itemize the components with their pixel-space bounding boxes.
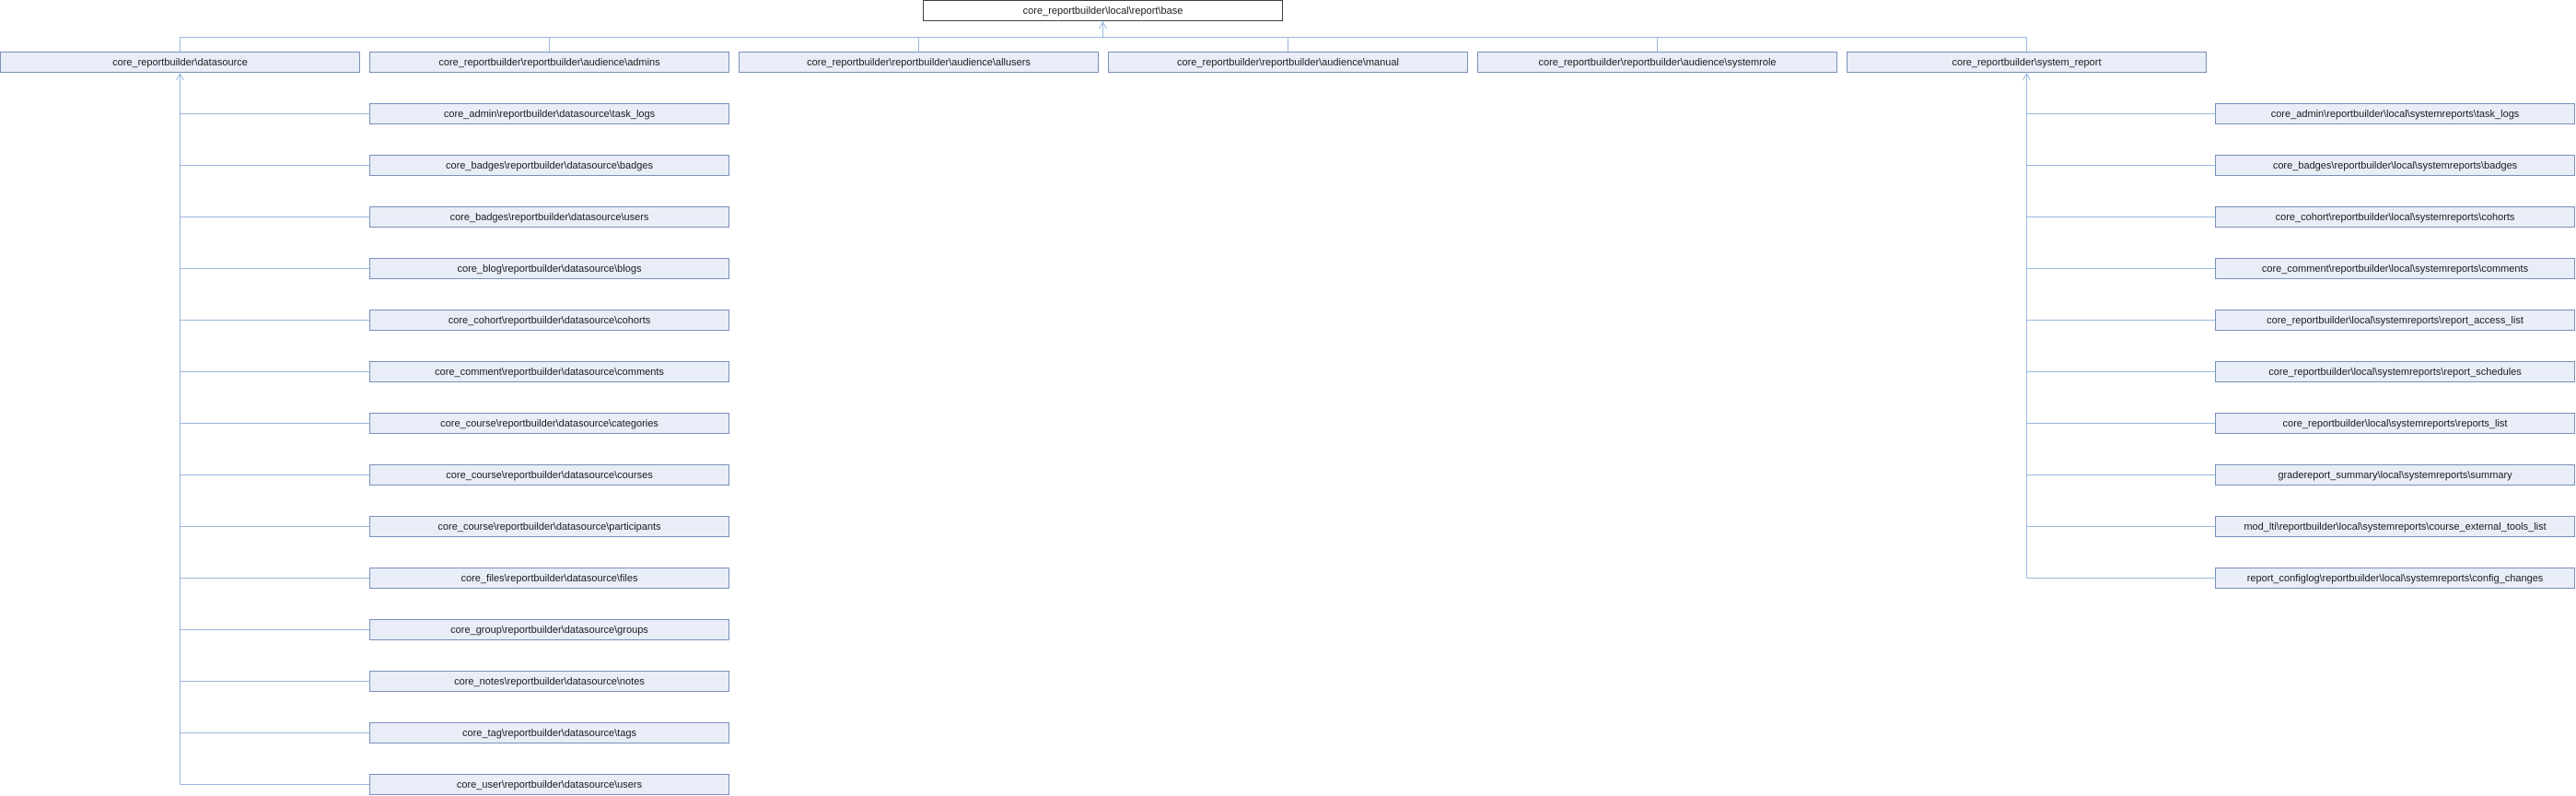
class-node-5[interactable]: core_reportbuilder\reportbuilder\audienc… [1477, 52, 1837, 73]
datasource-subclass-node-box [369, 310, 729, 331]
datasource-subclass-node-box [369, 722, 729, 743]
system-report-subclass-node-label: report_configlog\reportbuilder\local\sys… [2247, 573, 2544, 584]
datasource-subclass-node-box [369, 155, 729, 176]
datasource-subclass-node[interactable]: core_badges\reportbuilder\datasource\use… [369, 206, 729, 228]
datasource-subclass-node-label: core_admin\reportbuilder\datasource\task… [444, 109, 656, 120]
system-report-subclass-node[interactable]: core_reportbuilder\local\systemreports\r… [2215, 361, 2575, 382]
datasource-subclass-node-label: core_user\reportbuilder\datasource\users [457, 779, 643, 790]
datasource-subclass-node[interactable]: core_files\reportbuilder\datasource\file… [369, 568, 729, 589]
datasource-subclass-node[interactable]: core_course\reportbuilder\datasource\cou… [369, 464, 729, 486]
class-node-4-box [1108, 52, 1468, 73]
datasource-subclass-node[interactable]: core_course\reportbuilder\datasource\cat… [369, 413, 729, 434]
datasource-subclass-node[interactable]: core_user\reportbuilder\datasource\users [369, 774, 729, 795]
system-report-subclass-node-box [2215, 103, 2575, 124]
datasource-subclass-node[interactable]: core_badges\reportbuilder\datasource\bad… [369, 155, 729, 176]
system-report-subclass-node[interactable]: core_comment\reportbuilder\local\systemr… [2215, 258, 2575, 279]
datasource-subclass-node[interactable]: core_cohort\reportbuilder\datasource\coh… [369, 310, 729, 331]
class-node-2[interactable]: core_reportbuilder\reportbuilder\audienc… [369, 52, 729, 73]
datasource-subclass-node-box [369, 206, 729, 228]
system-report-subclass-node-label: core_badges\reportbuilder\local\systemre… [2273, 160, 2518, 171]
datasource-subclass-node-label: core_badges\reportbuilder\datasource\use… [450, 212, 649, 223]
class-node-5-box [1477, 52, 1837, 73]
system-report-subclass-node[interactable]: core_admin\reportbuilder\local\systemrep… [2215, 103, 2575, 124]
class-node-1[interactable]: core_reportbuilder\datasource [0, 52, 360, 73]
datasource-subclass-node[interactable]: core_comment\reportbuilder\datasource\co… [369, 361, 729, 382]
datasource-subclass-node[interactable]: core_tag\reportbuilder\datasource\tags [369, 722, 729, 743]
class-node-5-label: core_reportbuilder\reportbuilder\audienc… [1538, 57, 1776, 68]
datasource-subclass-node-label: core_course\reportbuilder\datasource\cat… [440, 418, 659, 429]
system-report-subclass-node-label: core_reportbuilder\local\systemreports\r… [2283, 418, 2508, 429]
datasource-subclass-node-label: core_group\reportbuilder\datasource\grou… [450, 625, 648, 636]
datasource-subclass-node-label: core_files\reportbuilder\datasource\file… [461, 573, 638, 584]
class-node-3-box [739, 52, 1099, 73]
edges [176, 20, 2215, 785]
datasource-subclass-node-label: core_tag\reportbuilder\datasource\tags [462, 728, 636, 739]
datasource-subclass-node-box [369, 774, 729, 795]
system-report-subclass-node-box [2215, 361, 2575, 382]
system-report-subclass-node[interactable]: core_reportbuilder\local\systemreports\r… [2215, 310, 2575, 331]
system-report-subclass-node-box [2215, 464, 2575, 486]
datasource-subclass-node[interactable]: core_group\reportbuilder\datasource\grou… [369, 619, 729, 640]
system-report-subclass-node-label: core_reportbuilder\local\systemreports\r… [2268, 367, 2522, 378]
datasource-subclass-node-box [369, 258, 729, 279]
datasource-subclass-node[interactable]: core_blog\reportbuilder\datasource\blogs [369, 258, 729, 279]
class-node-3[interactable]: core_reportbuilder\reportbuilder\audienc… [739, 52, 1099, 73]
datasource-subclass-node-box [369, 464, 729, 486]
system-report-subclass-node-label: core_admin\reportbuilder\local\systemrep… [2271, 109, 2520, 120]
datasource-subclass-node-box [369, 671, 729, 692]
class-node-4-label: core_reportbuilder\reportbuilder\audienc… [1177, 57, 1399, 68]
datasource-subclass-node-box [369, 568, 729, 589]
datasource-subclass-node-box [369, 516, 729, 537]
datasource-subclass-node-label: core_comment\reportbuilder\datasource\co… [435, 367, 664, 378]
system-report-subclass-node-box [2215, 258, 2575, 279]
system-report-subclass-node[interactable]: report_configlog\reportbuilder\local\sys… [2215, 568, 2575, 589]
system-report-subclass-node-box [2215, 155, 2575, 176]
system-report-subclass-node-label: mod_lti\reportbuilder\local\systemreport… [2244, 521, 2546, 533]
class-node-2-label: core_reportbuilder\reportbuilder\audienc… [438, 57, 660, 68]
class-node-4[interactable]: core_reportbuilder\reportbuilder\audienc… [1108, 52, 1468, 73]
system-report-subclass-node[interactable]: gradereport_summary\local\systemreports\… [2215, 464, 2575, 486]
datasource-subclass-node-label: core_course\reportbuilder\datasource\cou… [446, 470, 653, 481]
datasource-subclass-node-label: core_notes\reportbuilder\datasource\note… [454, 676, 645, 687]
system-report-subclass-node[interactable]: core_reportbuilder\local\systemreports\r… [2215, 413, 2575, 434]
datasource-subclass-node[interactable]: core_course\reportbuilder\datasource\par… [369, 516, 729, 537]
class-node-1-label: core_reportbuilder\datasource [112, 57, 248, 68]
class-node-6-label: core_reportbuilder\system_report [1952, 57, 2101, 68]
system-report-subclass-node-label: gradereport_summary\local\systemreports\… [2278, 470, 2512, 481]
class-node-2-box [369, 52, 729, 73]
class-node-6-box [1847, 52, 2207, 73]
datasource-subclass-node[interactable]: core_admin\reportbuilder\datasource\task… [369, 103, 729, 124]
system-report-subclass-node-label: core_reportbuilder\local\systemreports\r… [2267, 315, 2524, 326]
root-class-node[interactable]: core_reportbuilder\local\report\base [923, 0, 1283, 21]
system-report-subclass-node-box [2215, 413, 2575, 434]
datasource-subclass-node[interactable]: core_notes\reportbuilder\datasource\note… [369, 671, 729, 692]
datasource-subclass-node-label: core_cohort\reportbuilder\datasource\coh… [449, 315, 651, 326]
root-class-node-label: core_reportbuilder\local\report\base [1023, 6, 1183, 17]
datasource-subclass-node-label: core_blog\reportbuilder\datasource\blogs [458, 263, 642, 275]
system-report-subclass-node[interactable]: core_badges\reportbuilder\local\systemre… [2215, 155, 2575, 176]
system-report-subclass-node[interactable]: mod_lti\reportbuilder\local\systemreport… [2215, 516, 2575, 537]
system-report-subclass-node-box [2215, 568, 2575, 589]
system-report-subclass-node-label: core_comment\reportbuilder\local\systemr… [2262, 263, 2529, 275]
root-class-node-box [923, 0, 1283, 21]
system-report-subclass-node-label: core_cohort\reportbuilder\local\systemre… [2276, 212, 2515, 223]
system-report-subclass-node[interactable]: core_cohort\reportbuilder\local\systemre… [2215, 206, 2575, 228]
system-report-subclass-node-box [2215, 310, 2575, 331]
datasource-arrow [176, 72, 184, 81]
class-node-1-box [0, 52, 360, 73]
class-node-6[interactable]: core_reportbuilder\system_report [1847, 52, 2207, 73]
datasource-subclass-node-box [369, 413, 729, 434]
datasource-subclass-node-label: core_course\reportbuilder\datasource\par… [437, 521, 661, 533]
system-report-subclass-node-box [2215, 516, 2575, 537]
system-report-subclass-node-box [2215, 206, 2575, 228]
system-report-arrow [2022, 72, 2031, 81]
datasource-subclass-node-box [369, 619, 729, 640]
class-node-3-label: core_reportbuilder\reportbuilder\audienc… [807, 57, 1031, 68]
datasource-subclass-node-box [369, 103, 729, 124]
inheritance-arrow [1099, 20, 1107, 29]
datasource-subclass-node-label: core_badges\reportbuilder\datasource\bad… [446, 160, 654, 171]
datasource-subclass-node-box [369, 361, 729, 382]
